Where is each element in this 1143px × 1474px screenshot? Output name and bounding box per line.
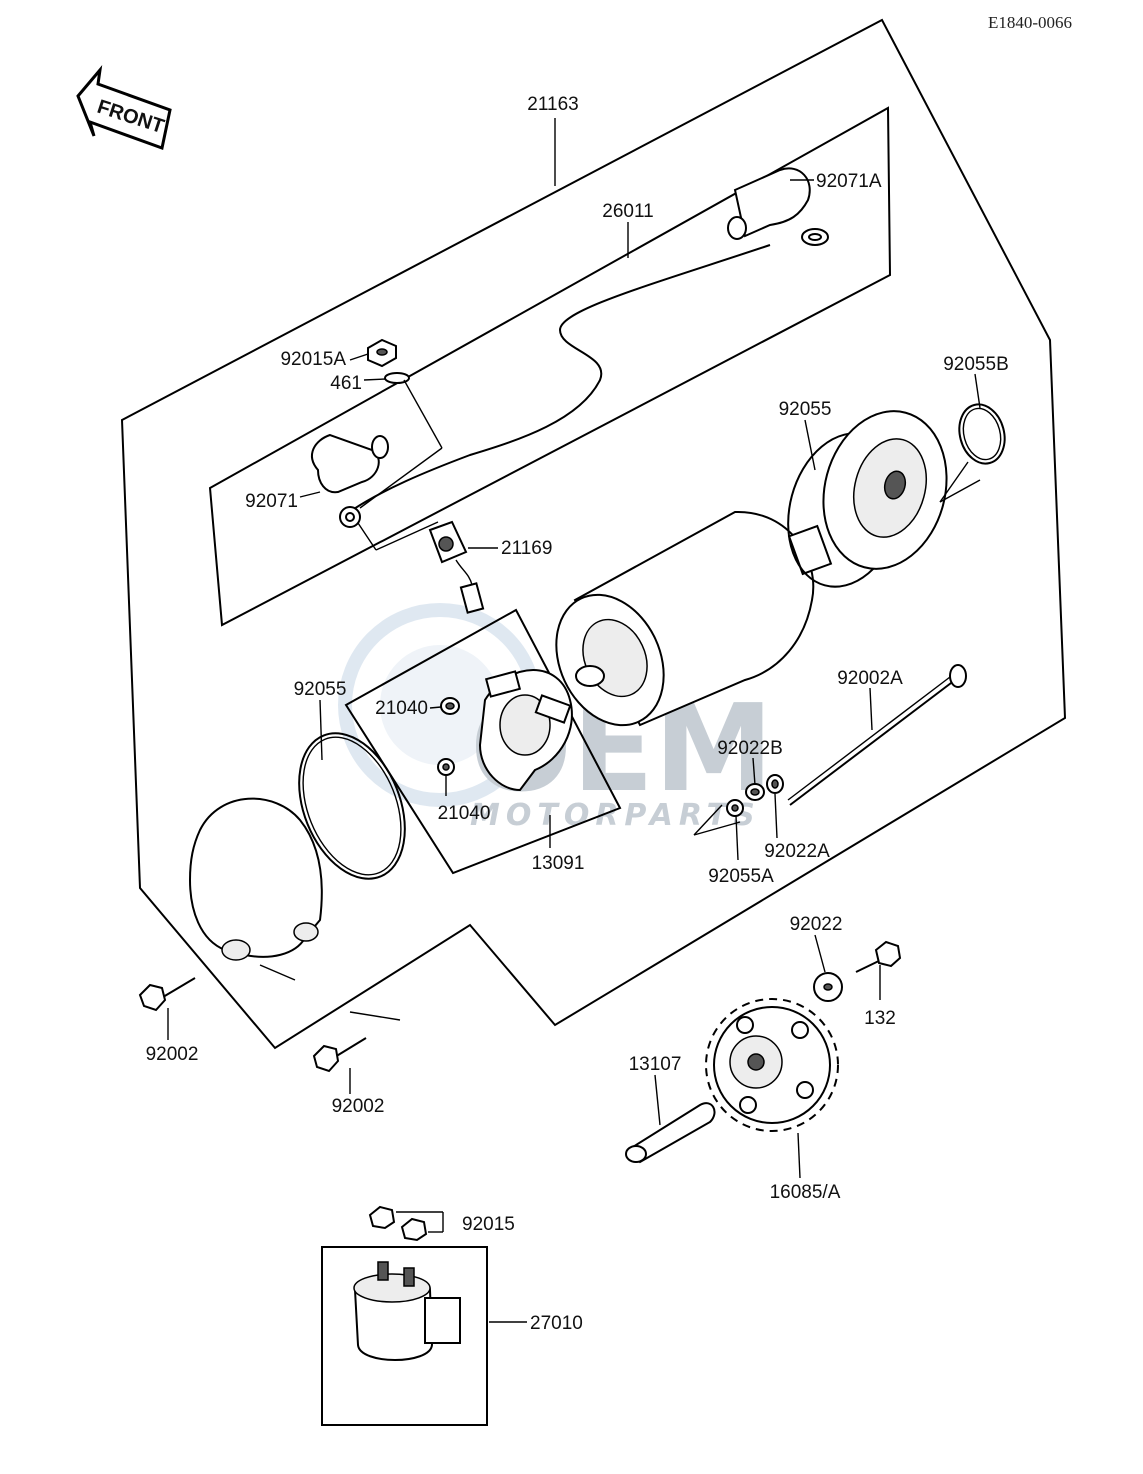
bolt-92002-b [312,1037,367,1073]
washer-92022B [745,783,765,801]
cable-group-outline [208,106,892,627]
label-21040-a: 21040 [375,698,428,719]
label-92055-left: 92055 [294,679,347,700]
bolt-92002-a [138,977,196,1012]
brush-21169 [428,520,485,614]
watermark-sub: MOTORPARTS [470,798,761,833]
label-13107: 13107 [629,1054,682,1075]
gasket-92055-left [298,732,406,880]
label-13091: 13091 [532,853,585,874]
label-27010: 27010 [530,1313,583,1334]
label-92002-a: 92002 [146,1044,199,1065]
cable [339,228,829,528]
label-92015: 92015 [462,1214,515,1235]
o-ring-92055B [958,403,1006,465]
label-21163: 21163 [527,94,578,115]
label-26011: 26011 [602,201,653,222]
starter-yoke [555,510,833,727]
bolt-132 [855,940,902,973]
label-21169: 21169 [501,538,552,559]
label-92055A: 92055A [708,866,774,887]
brush-plate-outline [344,608,622,875]
label-92055B: 92055B [943,354,1009,375]
washer-92022A [766,774,784,794]
label-16085A: 16085/A [770,1182,841,1203]
front-cover [188,797,323,961]
nut-92015A [367,338,397,368]
assembly-outline [120,18,1067,1050]
leader-lines [167,118,981,1323]
terminal-cap-92071A [727,167,811,240]
label-92071: 92071 [245,491,298,512]
front-arrow-icon: FRONT [76,65,172,150]
label-92071A: 92071A [816,171,882,192]
washer-92055A [726,799,744,817]
nut-92015-a [368,1205,396,1230]
brush-plate-13091 [478,669,573,792]
nut-92015-b [400,1217,428,1242]
label-92022A: 92022A [764,841,830,862]
washer-92022 [813,972,843,1002]
starter-relay-27010 [353,1261,461,1361]
washer-21040-a [440,697,460,715]
label-92022: 92022 [790,914,843,935]
washer-21040-b [437,758,455,776]
label-461: 461 [330,373,362,394]
end-cover-right [787,410,948,588]
label-21040-b: 21040 [438,803,491,824]
idle-gear-16085A [705,998,839,1132]
label-92002-b: 92002 [332,1096,385,1117]
label-92002A: 92002A [837,668,903,689]
label-92015A: 92015A [280,349,346,370]
label-92055-top: 92055 [779,399,832,420]
label-92022B: 92022B [717,738,783,759]
terminal-cap-92071 [311,433,389,494]
through-bolt-92002A [787,664,967,806]
washer-461 [384,372,410,384]
label-132: 132 [864,1008,896,1029]
part-labels: 21163 26011 92071A 92015A 461 92055B 920… [146,94,1009,1334]
solenoid-outline [321,1246,488,1426]
diagram-code: E1840-0066 [988,13,1072,32]
shaft-13107 [625,1102,716,1164]
